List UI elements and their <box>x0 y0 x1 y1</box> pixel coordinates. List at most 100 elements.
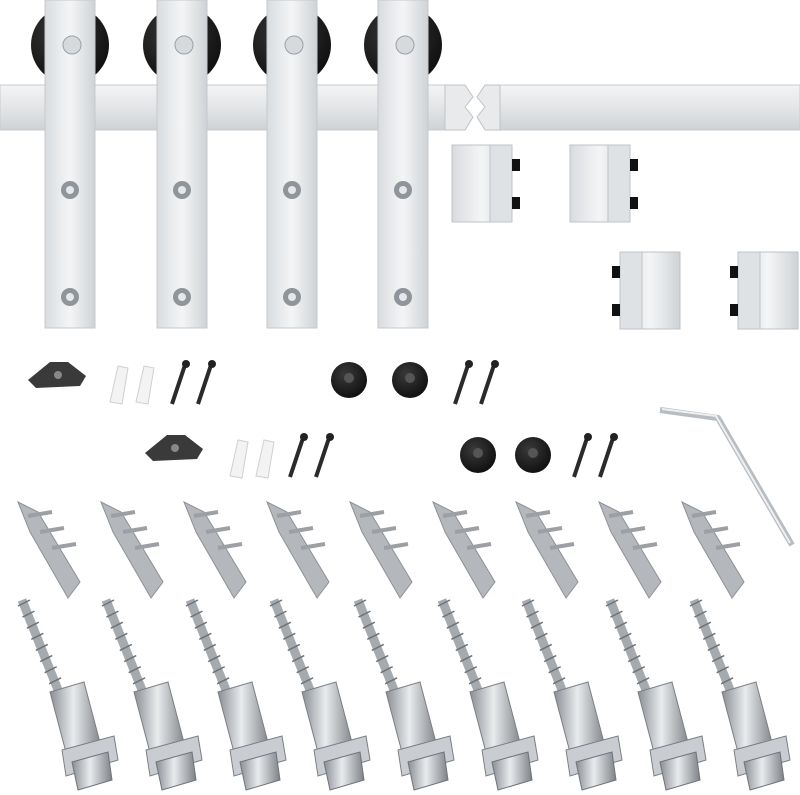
wall-plug <box>109 365 129 405</box>
lag-bolt-thread-ridge <box>207 654 221 663</box>
lag-bolt-thread-ridge <box>552 677 566 685</box>
lag-bolt <box>353 598 455 791</box>
hanger-bolt-center <box>66 186 74 194</box>
lag-bolt <box>269 598 371 791</box>
hanger-strap <box>44 0 96 329</box>
anchor-fin <box>110 510 136 518</box>
wheel-axle-cap <box>284 35 304 55</box>
wood-screw <box>314 434 332 478</box>
hanger <box>31 0 109 329</box>
wood-screw <box>479 361 497 405</box>
anchor-fin <box>276 510 302 518</box>
lag-bolt-thread-ridge <box>446 621 460 629</box>
anchor-fin <box>703 526 729 534</box>
lag-bolt-thread-ridge <box>702 632 716 641</box>
wood-screw-head <box>610 433 618 441</box>
wood-screw-head <box>326 433 334 441</box>
lag-bolt-thread-ridge <box>282 632 296 641</box>
wheel-stopper-hole <box>344 373 354 383</box>
door-stop-flange <box>489 144 513 223</box>
anchor-sleeve <box>515 500 579 599</box>
lag-bolt-thread-ridge <box>114 632 128 641</box>
wood-screw <box>170 361 188 405</box>
lag-bolt-thread-ridge <box>618 632 632 641</box>
wood-screw <box>598 434 616 478</box>
lag-bolt-thread-ridge <box>539 643 553 652</box>
lag-bolt-thread-ridge <box>450 632 464 641</box>
wood-screw-head <box>584 433 592 441</box>
wood-screw <box>453 361 471 405</box>
lag-bolt-thread-ridge <box>216 677 230 685</box>
lag-bolt-thread-ridge <box>534 632 548 641</box>
lag-bolt-thread-ridge <box>269 599 283 607</box>
lag-bolt-thread-ridge <box>296 665 310 674</box>
hanger-bolt-center <box>178 186 186 194</box>
anchor <box>515 500 579 599</box>
lag-bolt-thread-ridge <box>119 643 133 652</box>
lag-bolt-thread-ridge <box>375 654 389 663</box>
anchor-fin <box>371 526 397 534</box>
anchor-sleeve <box>17 500 81 599</box>
hanger-strap <box>156 0 208 329</box>
lag-bolt-thread-ridge <box>380 665 394 674</box>
lag-bolt-thread-ridge <box>44 665 58 674</box>
lag-bolt-hex-head <box>575 751 617 791</box>
lag-bolt-thread-ridge <box>468 677 482 685</box>
hanger-bolt-center <box>288 293 296 301</box>
anchor-fin <box>288 526 314 534</box>
anchor-fin <box>39 526 65 534</box>
lag-bolt-thread-ridge <box>212 665 226 674</box>
lag-bolt-hex-head <box>239 751 281 791</box>
anchor <box>681 500 745 599</box>
hanger-bolt-center <box>288 186 296 194</box>
anchor-fin <box>691 510 717 518</box>
wheel-axle-cap <box>62 35 82 55</box>
anchor <box>349 500 413 599</box>
small-parts-group <box>28 360 618 479</box>
hanger-bolt-center <box>399 186 407 194</box>
wood-screw <box>288 434 306 478</box>
rail-connector <box>444 84 501 131</box>
anchor-sleeve <box>100 500 164 599</box>
hanger-strap <box>266 0 318 329</box>
lag-bolt-group <box>17 598 791 791</box>
lag-bolt-thread-ridge <box>106 610 119 618</box>
allen-wrench <box>659 407 795 547</box>
door-stop-flange <box>607 144 631 223</box>
lag-bolt-hex-head <box>659 751 701 791</box>
anchor-sleeve <box>598 500 662 599</box>
anchor-fin <box>122 526 148 534</box>
lag-bolt-hex-head <box>71 751 113 791</box>
anchor-fin <box>27 510 53 518</box>
wall-plug <box>135 365 155 405</box>
lag-bolt-thread-ridge <box>623 643 637 652</box>
lag-bolt <box>437 598 539 791</box>
anchor-fin <box>383 542 409 550</box>
lag-bolt-thread-ridge <box>543 654 557 663</box>
hanger <box>364 0 442 329</box>
wood-screw-head <box>182 360 190 368</box>
lag-bolt-thread-ridge <box>707 643 721 652</box>
lag-bolt-thread <box>689 598 739 702</box>
lag-bolt-thread-ridge <box>274 610 287 618</box>
anchor-sleeve <box>349 500 413 599</box>
lag-bolt-thread-ridge <box>198 632 212 641</box>
hanger-bolt-center <box>66 293 74 301</box>
anchor-fin <box>454 526 480 534</box>
lag-bolt-thread <box>185 598 235 702</box>
anchor <box>432 500 496 599</box>
lag-bolt-hex-head <box>491 751 533 791</box>
lag-bolt-thread-ridge <box>437 599 451 607</box>
lag-bolt-thread-ridge <box>366 632 380 641</box>
anchor-fin <box>632 542 658 550</box>
lag-bolt <box>689 598 791 791</box>
door-stop-bumper <box>512 159 520 171</box>
lag-bolt-thread-ridge <box>442 610 455 618</box>
anchor-fin <box>537 526 563 534</box>
lag-bolt-thread-ridge <box>353 599 367 607</box>
wheel-stopper-hole <box>528 448 538 458</box>
wood-screw-head <box>465 360 473 368</box>
anchor-fin <box>300 542 326 550</box>
lag-bolt-thread <box>353 598 403 702</box>
